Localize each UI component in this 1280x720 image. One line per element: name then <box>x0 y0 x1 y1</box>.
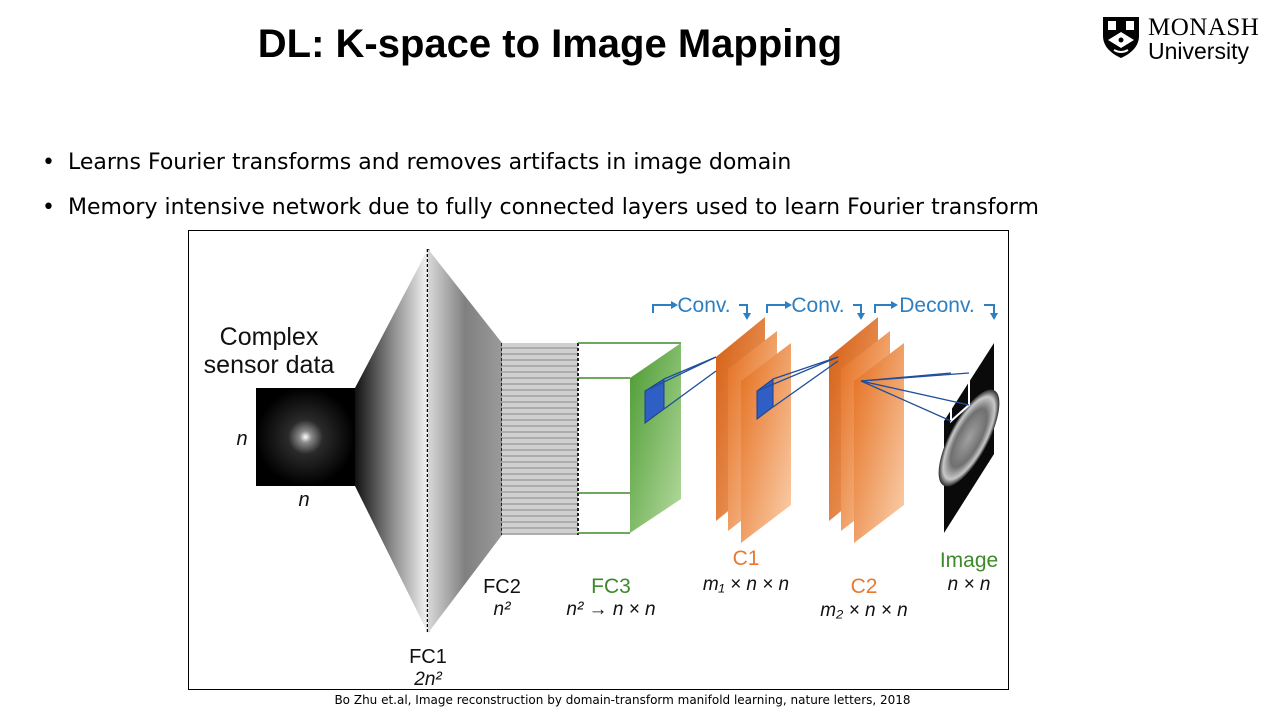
c1-name: C1 <box>733 547 760 570</box>
output-name: Image <box>940 549 998 572</box>
monash-university-logo: MONASH University <box>1100 14 1270 68</box>
fc2-name: FC2 <box>483 576 521 598</box>
fc3-name: FC3 <box>591 575 631 598</box>
slide-title: DL: K-space to Image Mapping <box>0 22 1100 67</box>
output-dim: n × n <box>948 574 991 595</box>
op-conv-2: Conv. <box>791 294 844 317</box>
fc3-connection-block <box>502 343 578 535</box>
bullet-list: Learns Fourier transforms and removes ar… <box>42 140 1039 230</box>
monash-crest-icon <box>1100 14 1142 60</box>
fc1-connection-fan <box>355 249 428 633</box>
receptive-field-lines <box>645 357 969 421</box>
citation-caption: Bo Zhu et.al, Image reconstruction by do… <box>0 693 1245 707</box>
fc1-name: FC1 <box>409 646 447 668</box>
op-deconv: Deconv. <box>899 294 974 317</box>
input-dim-side: n <box>236 428 247 450</box>
logo-text-university: University <box>1148 38 1249 65</box>
bullet-item: Memory intensive network due to fully co… <box>42 185 1039 230</box>
input-label-line2: sensor data <box>204 351 335 379</box>
kspace-input-image <box>256 388 355 486</box>
c1-dim: m₁ × n × n <box>703 574 789 595</box>
input-dim-bottom: n <box>298 489 309 511</box>
fc1-dim: 2n² <box>413 669 442 689</box>
fc2-dim: n² <box>494 599 512 620</box>
bullet-item: Learns Fourier transforms and removes ar… <box>42 140 1039 185</box>
c2-dim: m₂ × n × n <box>820 600 908 621</box>
input-label-line1: Complex <box>220 323 319 351</box>
op-conv-1: Conv. <box>677 294 730 317</box>
fc3-feature-map <box>630 343 681 533</box>
network-diagram-figure: Complex sensor data n n <box>188 230 1009 690</box>
network-diagram: Complex sensor data n n <box>189 231 1008 689</box>
c2-name: C2 <box>851 575 878 598</box>
fc3-dim: n² → n × n <box>566 599 655 620</box>
